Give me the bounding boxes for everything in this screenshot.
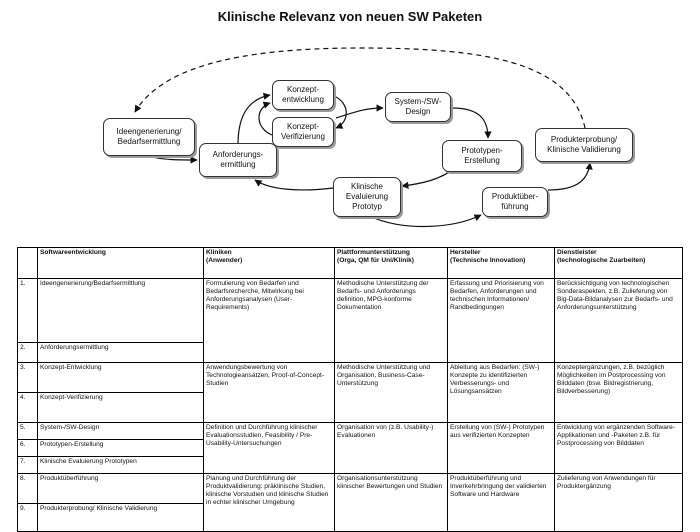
- page-title: Klinische Relevanz von neuen SW Paketen: [217, 9, 483, 24]
- header-dienstleister: Dienstleister(technologische Zuarbeiten): [554, 247, 683, 279]
- arrow-produktueberfuehrung-erprobung: [547, 162, 593, 191]
- step-number: 6.: [17, 439, 38, 457]
- table-row: 5. System-/SW-Design Definition und Durc…: [17, 422, 683, 474]
- cell-plattform: Methodische Unterstützung und Organisati…: [334, 362, 448, 423]
- cell-hersteller: Erfassung und Priorisierung von Bedarfen…: [447, 278, 555, 363]
- step-number: 8.: [17, 473, 38, 504]
- cell-dienstleister: Berücksichtigung von technologischen Son…: [554, 278, 683, 363]
- step-label: Produktüberführung: [37, 473, 204, 504]
- node-ideengenerierung: Ideengenerierung/ Bedarfsermittlung: [103, 118, 195, 156]
- arrow-system-prototypen: [451, 107, 492, 139]
- cell-hersteller: Erstellung von (SW-) Prototypen aus veri…: [447, 422, 555, 474]
- table-row: 8. Produktüberführung Planung und Durchf…: [17, 473, 683, 532]
- step-label: Produkterprobung/ Klinische Validierung: [37, 503, 204, 532]
- step-label: Konzept-Verifizierung: [37, 392, 204, 423]
- arrow-anforderung-konzept: [237, 92, 271, 146]
- header-hersteller: Hersteller(Technische Innovation): [447, 247, 555, 279]
- node-prototypen-erstellung: Prototypen- Erstellung: [442, 140, 522, 172]
- node-produktueberfuehrung: Produktüber- führung: [482, 187, 548, 217]
- step-number: 3.: [17, 362, 38, 393]
- step-label: Ideengenerierung/Bedarfsermittlung: [37, 278, 204, 343]
- arrow-evaluierung-produktueberfuehrung: [371, 214, 482, 228]
- node-konzeptentwicklung: Konzept- entwicklung: [272, 80, 334, 110]
- table-row: 3. Konzept-Entwicklung Anwendungsbewertu…: [17, 362, 683, 423]
- node-system-design: System-/SW- Design: [385, 92, 451, 122]
- cell-hersteller: Produktüberführung und Inverkehrbringung…: [447, 473, 555, 532]
- step-number: 9.: [17, 503, 38, 532]
- step-label: Anforderungsermittlung: [37, 342, 204, 363]
- step-label: System-/SW-Design: [37, 422, 204, 440]
- cell-plattform: Methodische Unterstützung der Bedarfs- u…: [334, 278, 448, 363]
- cell-plattform: Organisationsunterstützung klinischer Be…: [334, 473, 448, 532]
- cell-plattform: Organisation von (z.B. Usability-) Evalu…: [334, 422, 448, 474]
- cell-kliniken: Planung und Durchführung der Produktvali…: [203, 473, 335, 532]
- arrow-evaluierung-anforderung: [254, 179, 334, 191]
- cell-kliniken: Definition und Durchführung klinischer E…: [203, 422, 335, 474]
- stakeholder-matrix: Softwareentwicklung Kliniken(Anwender) P…: [17, 247, 683, 532]
- cell-hersteller: Ableitung aus Bedarfen: (SW-) Konzepte z…: [447, 362, 555, 423]
- header-num: [17, 247, 38, 279]
- header-softwareentwicklung: Softwareentwicklung: [37, 247, 204, 279]
- cell-kliniken: Formulierung von Bedarfen und Bedarfsrec…: [203, 278, 335, 363]
- table-row: 1. Ideengenerierung/Bedarfsermittlung Fo…: [17, 278, 683, 363]
- arrow-konzept-cycle-left: [258, 101, 273, 136]
- node-produkterprobung: Produkterprobung/ Klinische Validierung: [535, 128, 633, 162]
- node-klinische-evaluierung: Klinische Evaluierung Prototyp: [333, 177, 401, 217]
- header-kliniken: Kliniken(Anwender): [203, 247, 335, 279]
- step-label: Klinische Evaluierung Prototypen: [37, 456, 204, 474]
- table-row: 9. Produkterprobung/ Klinische Validieru…: [17, 503, 683, 532]
- table-header-row: Softwareentwicklung Kliniken(Anwender) P…: [17, 247, 683, 279]
- arrow-ideen-anforderung: [149, 155, 198, 164]
- arrow-konzept-system: [335, 104, 384, 119]
- node-konzeptverifizierung: Konzept- Verifizierung: [272, 117, 334, 147]
- step-label: Konzept-Entwicklung: [37, 362, 204, 393]
- arrow-konzept-cycle-right: [333, 95, 347, 129]
- header-plattform: Plattformunterstützung(Orga, QM für Uni/…: [334, 247, 448, 279]
- flow-diagram-connectors: [134, 47, 593, 228]
- step-label: Prototypen-Erstellung: [37, 439, 204, 457]
- feedback-loop-arrow: [134, 47, 586, 129]
- cell-dienstleister: Entwicklung von ergänzenden Software-App…: [554, 422, 683, 474]
- step-number: 5.: [17, 422, 38, 440]
- step-number: 4.: [17, 392, 38, 423]
- step-number: 7.: [17, 456, 38, 474]
- cell-dienstleister: Konzeptergänzungen, z.B. bezüglich Mögli…: [554, 362, 683, 423]
- node-anforderungsermittlung: Anforderungs- ermittlung: [199, 143, 277, 177]
- cell-kliniken: Anwendungsbewertung von Technologieansät…: [203, 362, 335, 423]
- cell-dienstleister: Zulieferung von Anwendungen für Produkte…: [554, 473, 683, 532]
- step-number: 1.: [17, 278, 38, 343]
- step-number: 2.: [17, 342, 38, 363]
- table-row: 6. Prototypen-Erstellung: [17, 439, 683, 457]
